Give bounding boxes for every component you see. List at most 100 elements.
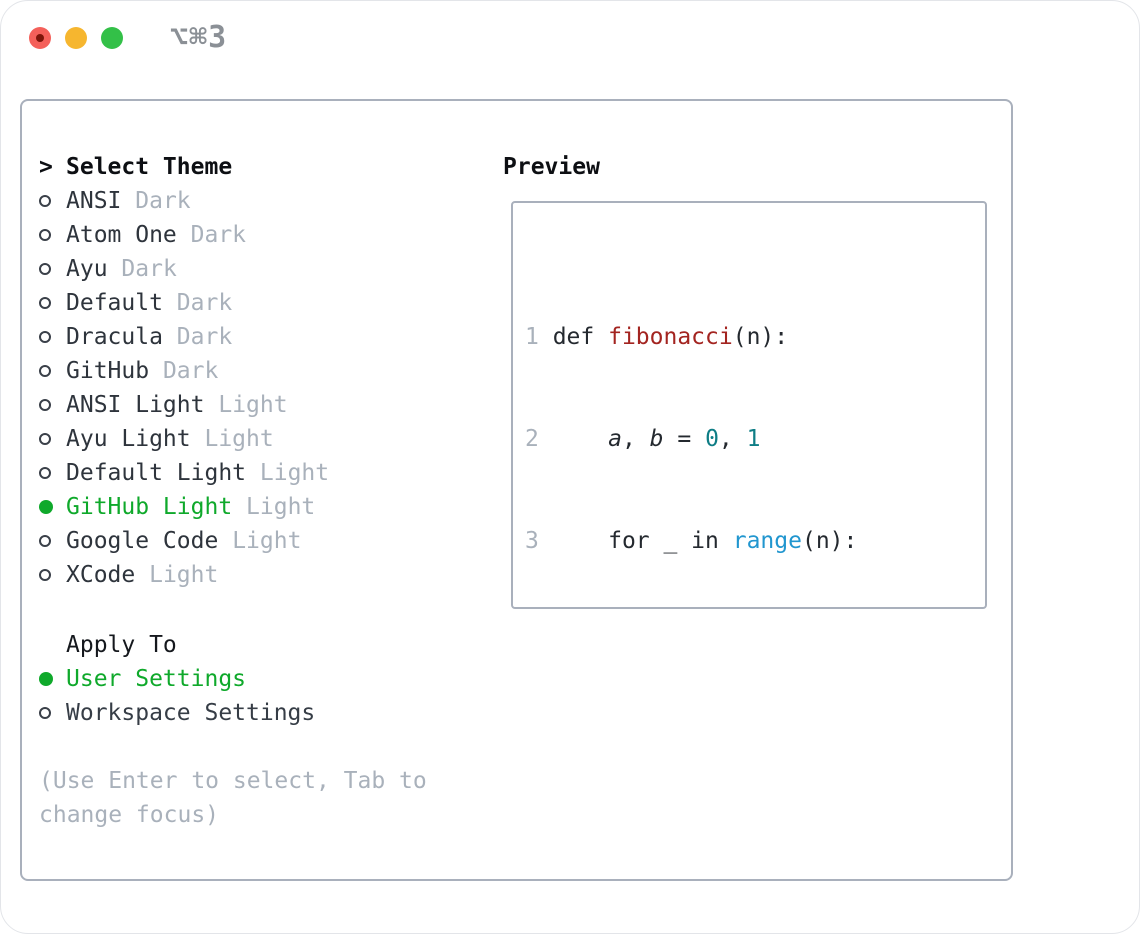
theme-list: > Select Theme ANSI Dark Atom One Dark A… (39, 150, 329, 592)
apply-option-label: Workspace Settings (66, 700, 316, 726)
radio-unselected-icon (39, 229, 51, 241)
theme-name: Google Code (66, 528, 219, 554)
theme-picker-panel: > Select Theme ANSI Dark Atom One Dark A… (20, 99, 1013, 881)
theme-option-default-light[interactable]: Default Light Light (39, 456, 329, 490)
theme-option-ansi-dark[interactable]: ANSI Dark (39, 184, 329, 218)
theme-variant: Light (204, 426, 274, 452)
theme-option-dracula-dark[interactable]: Dracula Dark (39, 320, 329, 354)
unsaved-changes-dot-icon (36, 34, 44, 42)
apply-to-group: Apply To User Settings Workspace Setting… (39, 628, 315, 730)
theme-option-github-light[interactable]: GitHub Light Light (39, 490, 329, 524)
theme-name: Atom One (66, 222, 177, 248)
theme-variant (135, 562, 149, 588)
radio-unselected-icon (39, 707, 51, 719)
theme-list-title: Select Theme (66, 154, 233, 180)
keyboard-hint: (Use Enter to select, Tab to change focu… (39, 764, 427, 832)
theme-list-header: > Select Theme (39, 150, 329, 184)
theme-name: GitHub (66, 358, 150, 384)
theme-name: Ayu Light (66, 426, 191, 452)
radio-unselected-icon (39, 433, 51, 445)
minimize-button[interactable] (65, 27, 87, 49)
prompt-caret-icon: > (39, 154, 53, 180)
theme-variant: Light (218, 392, 288, 418)
theme-variant: Dark (121, 256, 177, 282)
close-button[interactable] (29, 27, 51, 49)
theme-name: Default (66, 290, 163, 316)
hint-line: (Use Enter to select, Tab to (39, 768, 427, 794)
apply-option-workspace-settings[interactable]: Workspace Settings (39, 696, 315, 730)
theme-variant: Light (149, 562, 219, 588)
hint-line: change focus) (39, 802, 220, 828)
theme-variant: Dark (176, 324, 233, 350)
radio-unselected-icon (39, 535, 51, 547)
theme-variant: Light (259, 460, 330, 486)
radio-unselected-icon (39, 331, 51, 343)
theme-name: ANSI Light (66, 392, 205, 418)
code-segment: (n): (732, 324, 789, 350)
code-segment (553, 426, 608, 452)
window-title: ⌥⌘3 (170, 20, 228, 55)
code-segment: (n): (801, 528, 858, 554)
theme-variant (121, 188, 135, 214)
theme-variant: Light (232, 528, 302, 554)
theme-variant (163, 324, 177, 350)
code-segment: for _ in (552, 528, 733, 554)
theme-option-ayu-light[interactable]: Ayu Light Light (39, 422, 329, 456)
theme-variant (177, 222, 191, 248)
apply-option-user-settings[interactable]: User Settings (39, 662, 315, 696)
apply-to-header: Apply To (39, 628, 315, 662)
radio-selected-icon (39, 672, 53, 686)
theme-variant: Dark (135, 188, 191, 214)
builtin-function: range (732, 528, 802, 554)
apply-to-title: Apply To (66, 632, 177, 658)
theme-variant (204, 392, 218, 418)
code-line: 1 def fibonacci(n): (525, 320, 985, 354)
theme-variant (108, 256, 122, 282)
theme-variant (246, 460, 260, 486)
theme-variant (149, 358, 163, 384)
number-literal: 1 (746, 426, 761, 452)
apply-option-label: User Settings (66, 666, 247, 692)
line-number: 2 (525, 426, 553, 452)
theme-option-default-dark[interactable]: Default Dark (39, 286, 329, 320)
code-line: 3 for _ in range(n): (525, 524, 985, 558)
radio-unselected-icon (39, 195, 51, 207)
theme-variant: Light (246, 494, 316, 520)
theme-option-atom-one-dark[interactable]: Atom One Dark (39, 218, 329, 252)
line-number: 1 (525, 324, 553, 350)
window-controls (29, 27, 123, 49)
variable: a (608, 426, 622, 452)
preview-title: Preview (503, 154, 600, 180)
code-preview: 1 def fibonacci(n): 2 a, b = 0, 1 3 for … (513, 203, 985, 607)
theme-name: ANSI (66, 188, 122, 214)
theme-variant (191, 426, 205, 452)
theme-option-ansi-light[interactable]: ANSI Light Light (39, 388, 329, 422)
preview-pane: 1 def fibonacci(n): 2 a, b = 0, 1 3 for … (511, 201, 987, 609)
theme-option-xcode-light[interactable]: XCode Light (39, 558, 329, 592)
theme-variant (218, 528, 232, 554)
theme-variant (232, 494, 246, 520)
number-literal: 0 (705, 426, 719, 452)
code-segment: , (621, 426, 650, 452)
theme-option-google-code-light[interactable]: Google Code Light (39, 524, 329, 558)
code-segment: = (663, 426, 706, 452)
radio-unselected-icon (39, 467, 51, 479)
radio-unselected-icon (39, 365, 51, 377)
theme-name: XCode (66, 562, 136, 588)
theme-variant: Dark (176, 290, 233, 316)
theme-name: Dracula (66, 324, 163, 350)
radio-selected-icon (39, 500, 53, 514)
variable: b (649, 426, 664, 452)
theme-name: Default Light (66, 460, 247, 486)
theme-name: GitHub Light (66, 494, 233, 520)
function-name: fibonacci (608, 324, 733, 350)
theme-option-github-dark[interactable]: GitHub Dark (39, 354, 329, 388)
theme-variant: Dark (190, 222, 247, 248)
theme-option-ayu-dark[interactable]: Ayu Dark (39, 252, 329, 286)
radio-unselected-icon (39, 569, 51, 581)
radio-unselected-icon (39, 399, 51, 411)
zoom-button[interactable] (101, 27, 123, 49)
theme-name: Ayu (66, 256, 108, 282)
code-segment: , (718, 426, 747, 452)
